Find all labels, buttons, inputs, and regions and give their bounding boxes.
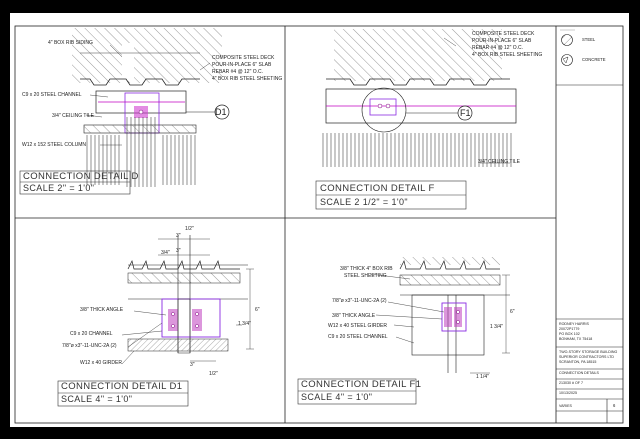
- tb-page-number: 6: [613, 403, 616, 408]
- tb-project-3: SCRANTON, PA 18515: [559, 360, 597, 364]
- tb-owner-4: BONHAM, TX 75418: [559, 337, 593, 341]
- dim-f1-3: 1 1/4": [476, 374, 489, 380]
- tb-owner-3: PO BOX 102: [559, 332, 580, 336]
- note-d1-angle: 3/8" THICK ANGLE: [80, 307, 124, 313]
- note-d-deck2: POUR-IN-PLACE 6" SLAB: [212, 62, 272, 68]
- note-d1-bolt: 7/8"ø x3"-11-UNC-2A (2): [62, 343, 117, 349]
- note-d-deck3: REBAR #4 @ 12" O.C.: [212, 69, 264, 75]
- tb-owner-1: RODNEY HARRIS: [559, 322, 589, 326]
- detail-f1-drawing: [297, 257, 510, 405]
- note-f1-angle: 3/8" THICK ANGLE: [332, 313, 376, 319]
- detail-f-bubble-f1[interactable]: F1: [460, 108, 471, 118]
- detail-f1-title: CONNECTION DETAIL F1: [301, 379, 422, 390]
- note-d1-channel: C9 x 20 CHANNEL: [70, 331, 113, 337]
- dim-f1-2: 1 3/4": [490, 324, 503, 330]
- tb-owner-2: 20072P1779: [559, 327, 580, 331]
- note-d-channel: C9 x 20 STEEL CHANNEL: [22, 92, 82, 98]
- note-f-deck3: REBAR #4 @ 12" O.C.: [472, 45, 524, 51]
- note-f-deck4: 4" BOX RIB STEEL SHEETING: [472, 52, 543, 58]
- detail-d-title: CONNECTION DETAIL D: [23, 171, 139, 182]
- detail-d1-scale: SCALE 4" = 1'0": [61, 394, 133, 404]
- note-d-deck4: 4" BOX RIB STEEL SHEETING: [212, 76, 283, 82]
- note-d-ceiling: 3/4" CEILING TILE: [52, 113, 94, 119]
- detail-d1-drawing: [57, 235, 254, 407]
- detail-f1-scale: SCALE 4" = 1'0": [301, 392, 373, 402]
- dim-d1-7: 3": [190, 362, 195, 368]
- detail-f-scale: SCALE 2 1/2" = 1'0": [320, 197, 409, 207]
- dim-d1-2: 3": [176, 233, 181, 239]
- dim-d1-1: 1/2": [185, 226, 194, 232]
- dim-d1-3: 3": [176, 248, 181, 254]
- note-d-deck1: COMPOSITE STEEL DECK: [212, 55, 275, 61]
- tb-project-2: SUPERIOR CONTRACTORS LTD: [559, 355, 614, 359]
- dim-f1-1: 6": [510, 309, 515, 315]
- dim-d1-6: 1 3/4": [238, 321, 251, 327]
- dim-d1-8: 1/2": [209, 371, 218, 377]
- note-f1-bolt: 7/8"ø x3"-11-UNC-2A (2): [332, 298, 387, 304]
- tb-scale: VARIES: [559, 404, 572, 408]
- detail-d-drawing: [19, 28, 230, 195]
- note-f-deck2: POUR-IN-PLACE 6" SLAB: [472, 38, 532, 44]
- legend-steel-label: STEEL: [582, 37, 596, 42]
- note-f1-sheet1: 3/8" THICK 4" BOX RIB: [340, 266, 393, 272]
- dim-d1-4: 3/4": [161, 250, 170, 256]
- detail-f-title: CONNECTION DETAIL F: [320, 183, 435, 194]
- detail-d-scale: SCALE 2" = 1'0": [23, 183, 95, 193]
- note-f-deck1: COMPOSITE STEEL DECK: [472, 31, 535, 37]
- note-d-column: W12 x 152 STEEL COLUMN: [22, 142, 87, 148]
- dim-d1-5: 6": [255, 307, 260, 313]
- tb-project-1: TWO-STORY STORAGE BUILDING: [559, 350, 618, 354]
- detail-f-drawing: [315, 29, 517, 210]
- detail-d-bubble-d1[interactable]: D1: [215, 107, 227, 117]
- tb-sheet-name: CONNECTION DETAILS: [559, 371, 599, 375]
- note-f1-sheet2: STEEL SHEETING: [344, 273, 387, 279]
- drawing-sheet: STEEL CONCRETE 4" BOX RIB SIDING COMPOSI…: [10, 13, 629, 427]
- legend-concrete-label: CONCRETE: [582, 57, 606, 62]
- note-f1-girder: W12 x 40 STEEL GIRDER: [328, 323, 387, 329]
- detail-d1-title: CONNECTION DETAIL D1: [61, 381, 183, 392]
- note-f-ceiling: 3/4" CEILING TILE: [478, 159, 520, 165]
- tb-sheet-number: 213030 # OF 7: [559, 381, 583, 385]
- tb-date: 10/13/2025: [559, 391, 577, 395]
- note-f1-channel: C9 x 20 STEEL CHANNEL: [328, 334, 388, 340]
- drawing-linework: [14, 25, 624, 424]
- note-d-siding: 4" BOX RIB SIDING: [48, 40, 93, 46]
- note-d1-girder: W12 x 40 GIRDER: [80, 360, 122, 366]
